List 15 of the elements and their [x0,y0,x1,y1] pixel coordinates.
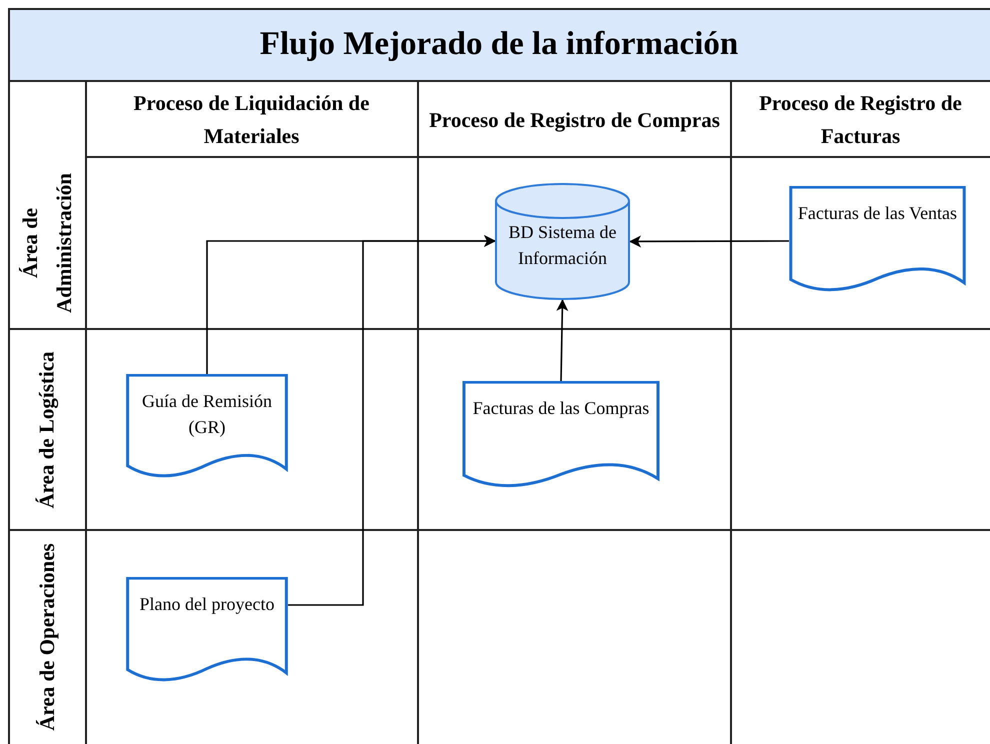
node-text: Guía de Remisión (GR) [141,390,273,439]
lane-label: Área de Administración [18,173,76,314]
column-header: Proceso de Registro de Compras [428,106,721,134]
arrow [556,299,568,382]
column-header: Proceso de Registro de Facturas [758,90,963,150]
node-text: BD Sistema de Información [508,221,618,270]
arrow [629,235,789,248]
lane-label: Área de Operaciones [34,543,58,731]
arrow [288,235,496,606]
node-text: Facturas de las Compras [472,397,650,420]
diagram-title: Flujo Mejorado de la información [260,25,738,64]
node-text: Plano del proyecto [140,593,274,616]
column-header: Proceso de Liquidación de Materiales [132,90,370,150]
lane-label: Área de Logística [34,350,58,508]
node-text: Facturas de las Ventas [798,202,958,225]
